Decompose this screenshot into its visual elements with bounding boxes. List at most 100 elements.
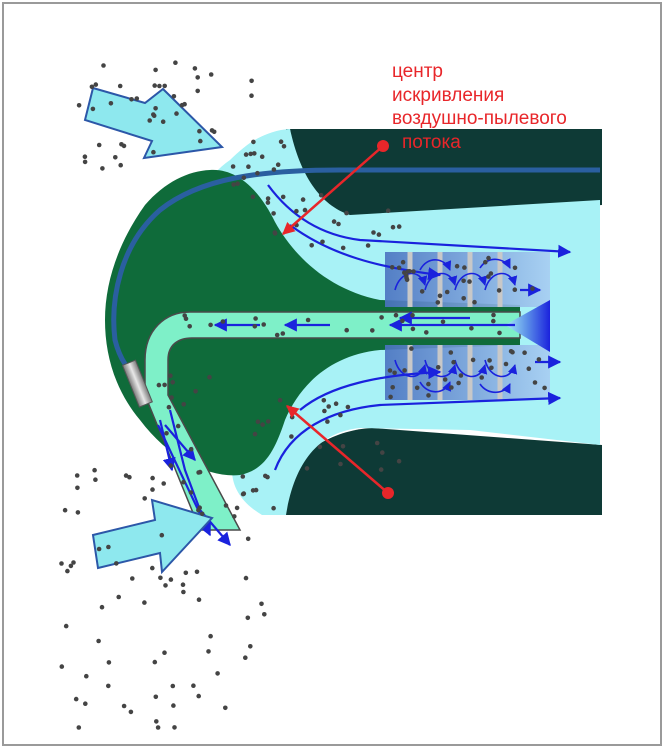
dust-particle	[280, 194, 286, 200]
dust-particle	[129, 97, 134, 102]
dust-particle	[206, 649, 211, 654]
dust-particle	[259, 154, 265, 159]
annotation-label: центр искривления воздушно-пылевого пото…	[392, 61, 567, 153]
dust-particle	[153, 67, 158, 73]
dust-particle	[249, 93, 254, 98]
dust-particle	[392, 370, 397, 376]
dust-particle	[345, 404, 351, 410]
dust-particle	[154, 719, 159, 724]
dust-particle	[294, 208, 299, 214]
dust-particle	[150, 475, 155, 481]
dust-particle	[281, 144, 287, 149]
dust-particle	[127, 474, 132, 480]
dust-particle	[278, 139, 284, 144]
dust-particle	[230, 164, 236, 169]
dust-particle	[168, 463, 173, 468]
dust-particle	[252, 151, 257, 156]
dust-particle	[84, 673, 89, 679]
dust-particle	[187, 324, 192, 329]
dust-particle	[442, 377, 448, 382]
dust-particle	[390, 224, 396, 230]
dust-particle	[409, 346, 414, 351]
dust-particle	[333, 401, 339, 407]
dust-particle	[265, 419, 271, 424]
dust-particle	[171, 703, 176, 708]
dust-particle	[155, 725, 161, 730]
dust-particle	[437, 293, 443, 299]
dust-particle	[462, 265, 467, 270]
dust-particle	[259, 601, 264, 607]
flow-arrows	[157, 184, 572, 547]
dust-particle	[89, 84, 95, 90]
dust-particle	[300, 197, 306, 202]
dust-particle	[71, 560, 76, 565]
dust-particle	[378, 467, 384, 472]
dust-particle	[159, 532, 165, 538]
dust-particle	[196, 597, 202, 602]
dust-particle	[344, 210, 349, 216]
dust-particle	[147, 118, 152, 123]
dust-particle	[152, 83, 157, 88]
dust-particle	[542, 385, 547, 391]
dust-particle	[496, 288, 502, 293]
dust-particle	[530, 286, 535, 291]
dust-particle	[486, 274, 491, 279]
dust-particle	[255, 419, 261, 425]
dust-particle	[243, 575, 249, 581]
dust-particle	[75, 485, 80, 491]
dust-particle	[162, 83, 167, 89]
dust-particle	[402, 368, 407, 373]
dust-particle	[263, 473, 268, 479]
dust-particle	[248, 644, 253, 649]
dust-particle	[426, 393, 431, 398]
dust-particle	[175, 423, 181, 429]
dust-particle	[458, 373, 464, 378]
dust-particle	[152, 659, 158, 665]
dust-particle	[93, 477, 98, 483]
dust-particle	[456, 380, 461, 386]
dust-particle	[271, 505, 276, 511]
dust-particle	[461, 296, 467, 301]
dust-particle	[536, 357, 542, 362]
annotation-pointers	[282, 140, 394, 499]
dust-particle	[274, 332, 280, 338]
dust-particle	[245, 615, 251, 621]
dust-particle	[411, 269, 416, 274]
dust-particle	[309, 243, 315, 248]
dust-particle	[215, 671, 220, 676]
dust-particle	[419, 289, 425, 294]
inlet-arrow-bottom	[91, 498, 214, 575]
dust-particle	[277, 397, 283, 403]
dust-particle	[101, 63, 106, 68]
dust-particle	[181, 479, 186, 485]
dust-particle	[252, 431, 258, 437]
dust-particle	[196, 693, 201, 699]
dust-particles	[59, 60, 547, 730]
dust-particle	[250, 194, 256, 200]
dust-particle	[96, 142, 102, 148]
dust-particle	[142, 496, 147, 501]
dust-particle	[302, 207, 308, 213]
dust-particle	[128, 709, 134, 715]
dust-particle	[489, 365, 494, 371]
dust-particle	[121, 703, 127, 709]
dust-particle	[488, 271, 494, 276]
dust-particle	[248, 151, 253, 157]
dust-particle	[209, 128, 215, 133]
dust-particle	[108, 101, 114, 106]
dust-particle	[483, 259, 488, 265]
dust-particle	[62, 507, 68, 513]
dust-particle	[371, 230, 376, 235]
dust-particle	[374, 440, 380, 446]
dust-particle	[119, 142, 124, 147]
dust-particle	[74, 473, 80, 478]
dust-particle	[169, 395, 174, 400]
dust-particle	[275, 162, 281, 167]
dust-particle	[134, 96, 140, 101]
dust-particle	[130, 576, 135, 581]
upper-wall-right	[286, 129, 602, 220]
dust-particle	[59, 664, 65, 669]
dust-particle	[164, 431, 169, 436]
dust-particle	[174, 111, 179, 116]
